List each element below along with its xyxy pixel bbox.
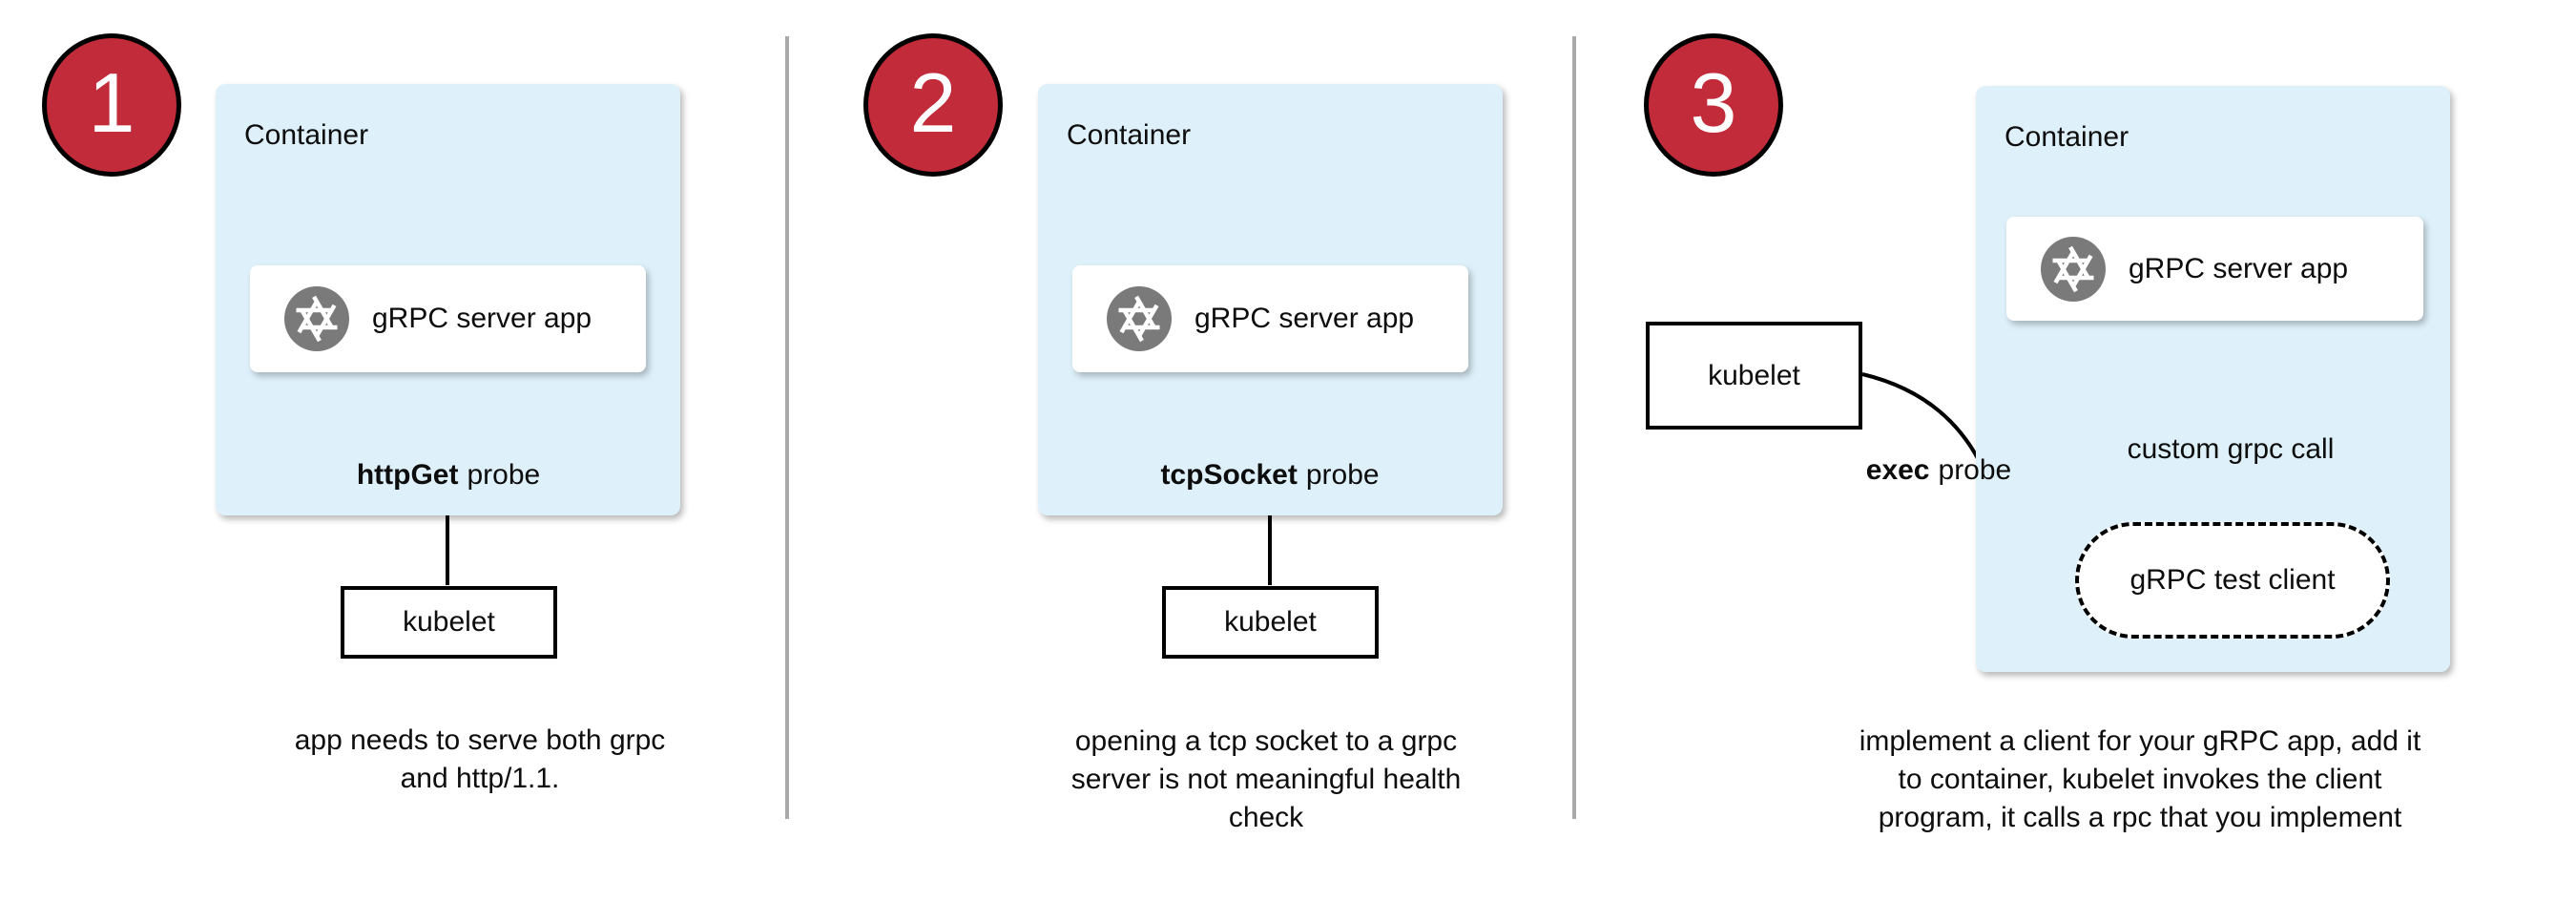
- kubelet-box-1: kubelet: [341, 586, 557, 659]
- probe-kind: httpGet: [356, 459, 459, 491]
- probe-word: probe: [1938, 454, 2012, 486]
- kubelet-label: kubelet: [403, 606, 495, 638]
- probe-word: probe: [467, 459, 541, 491]
- caption-3: implement a client for your gRPC app, ad…: [1859, 723, 2421, 837]
- kubelet-label: kubelet: [1224, 606, 1317, 638]
- grpc-test-client-label: gRPC test client: [2129, 564, 2336, 596]
- caption-line: app needs to serve both grpc: [294, 724, 666, 756]
- caption-line: implement a client for your gRPC app, ad…: [1859, 725, 2421, 757]
- caption-line: and http/1.1.: [400, 763, 560, 794]
- kubelet-box-2: kubelet: [1162, 586, 1379, 659]
- grpc-server-app-label: gRPC server app: [2129, 252, 2349, 284]
- panel-divider-1: [785, 36, 789, 819]
- step-number: 1: [88, 55, 135, 150]
- caption-line: program, it calls a rpc that you impleme…: [1878, 802, 2402, 833]
- container-label-2: Container: [1067, 119, 1192, 151]
- caption-line: check: [1228, 802, 1304, 833]
- caption-1: app needs to serve both grpc and http/1.…: [295, 722, 666, 798]
- step-badge-1: 1: [42, 33, 181, 177]
- grpc-server-app-box-3: gRPC server app: [2006, 217, 2423, 321]
- container-label-3: Container: [2005, 121, 2129, 153]
- custom-grpc-call-label: custom grpc call: [2127, 433, 2335, 465]
- grpc-server-app-label: gRPC server app: [372, 303, 592, 334]
- panel-divider-2: [1572, 36, 1576, 819]
- step-number: 3: [1690, 55, 1737, 150]
- container-label-1: Container: [244, 119, 369, 151]
- caption-line: to container, kubelet invokes the client: [1898, 764, 2382, 795]
- grpc-server-app-label: gRPC server app: [1195, 303, 1415, 334]
- aperture-icon: [1107, 286, 1172, 351]
- probe-kind: exec: [1865, 454, 1930, 486]
- aperture-icon: [284, 286, 349, 351]
- caption-line: server is not meaningful health: [1070, 764, 1462, 795]
- caption-line: opening a tcp socket to a grpc: [1074, 725, 1458, 757]
- step-badge-2: 2: [863, 33, 1003, 177]
- probe-kind: tcpSocket: [1160, 459, 1298, 491]
- kubelet-label: kubelet: [1708, 359, 1800, 391]
- grpc-server-app-box-1: gRPC server app: [250, 265, 646, 372]
- probe-word: probe: [1305, 459, 1380, 491]
- grpc-test-client-box: gRPC test client: [2075, 522, 2390, 639]
- grpc-server-app-box-2: gRPC server app: [1072, 265, 1468, 372]
- step-badge-3: 3: [1644, 33, 1783, 177]
- kubelet-box-3: kubelet: [1646, 322, 1862, 430]
- caption-2: opening a tcp socket to a grpc server is…: [1071, 723, 1462, 837]
- aperture-icon: [2041, 236, 2106, 302]
- step-number: 2: [909, 55, 957, 150]
